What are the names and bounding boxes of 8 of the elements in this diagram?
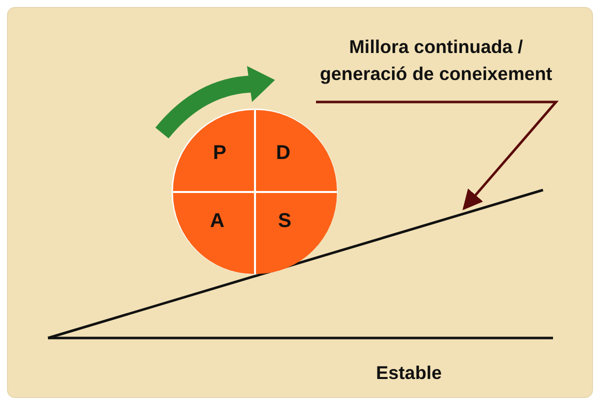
line-label: Estable <box>376 362 442 384</box>
quadrant-letter: S <box>278 210 292 233</box>
quadrant-letter: P <box>213 142 226 165</box>
slope-line <box>48 188 544 340</box>
quadrant-letter: D <box>276 142 290 165</box>
leader-line <box>316 100 559 210</box>
callout-text: Millora continuada / generació de coneixement <box>316 33 556 102</box>
quadrant-letter: A <box>210 210 224 233</box>
